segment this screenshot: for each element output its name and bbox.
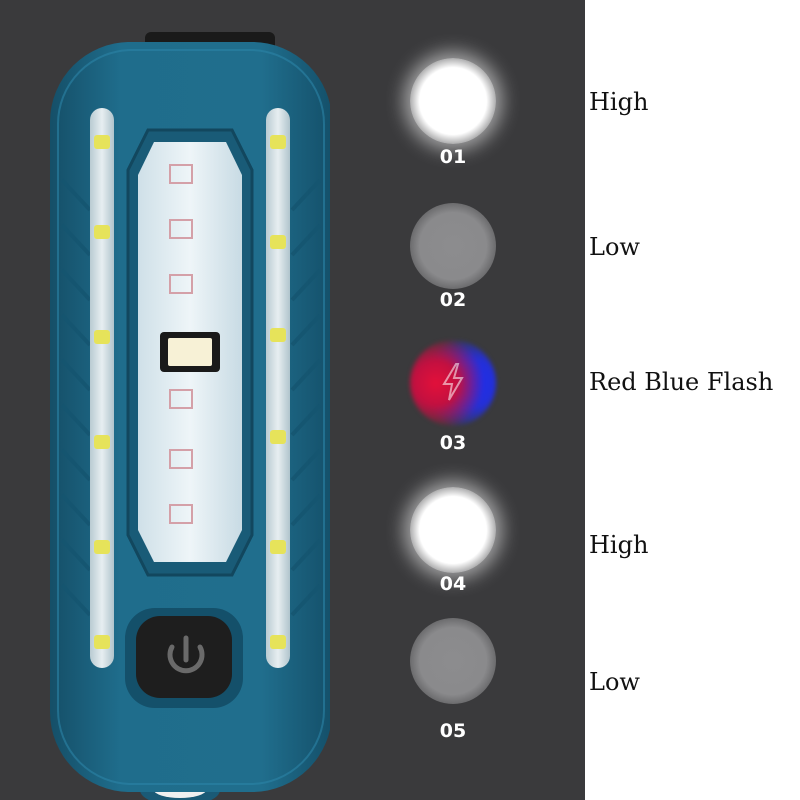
mode-label: Low: [589, 233, 640, 261]
mode-number: 05: [439, 720, 467, 742]
power-icon: [167, 635, 205, 674]
label-background: [585, 0, 800, 800]
mode-item-04: 04: [400, 487, 510, 627]
inner-led-chips: [169, 164, 193, 524]
left-led-strip: [90, 108, 114, 668]
right-led-dots: [270, 135, 286, 649]
mode-label: Red Blue Flash: [589, 368, 774, 396]
device-illustration: [50, 32, 330, 800]
mode-item-05: 05: [400, 618, 510, 758]
mode-label: Low: [589, 668, 640, 696]
mode-item-03: 03: [400, 340, 510, 480]
left-led-dots: [94, 135, 110, 649]
left-chevrons: [60, 178, 92, 617]
mode-label: High: [589, 88, 649, 116]
flashlight-device: [30, 10, 330, 800]
right-led-strip: [266, 108, 290, 668]
lightning-bolt-icon: [442, 363, 464, 401]
mode-number: 03: [439, 432, 467, 454]
mode-swatch-low: [410, 618, 496, 704]
mode-label: High: [589, 531, 649, 559]
mode-item-02: 02: [400, 203, 510, 343]
mode-swatch-high: [410, 487, 496, 573]
center-led: [168, 338, 212, 366]
mode-swatch-low: [410, 203, 496, 289]
mode-item-01: 01: [400, 58, 510, 198]
mode-swatch-high: [410, 58, 496, 144]
mode-number: 04: [439, 573, 467, 595]
mode-number: 01: [439, 146, 467, 168]
right-chevrons: [290, 178, 322, 617]
mode-number: 02: [439, 289, 467, 311]
